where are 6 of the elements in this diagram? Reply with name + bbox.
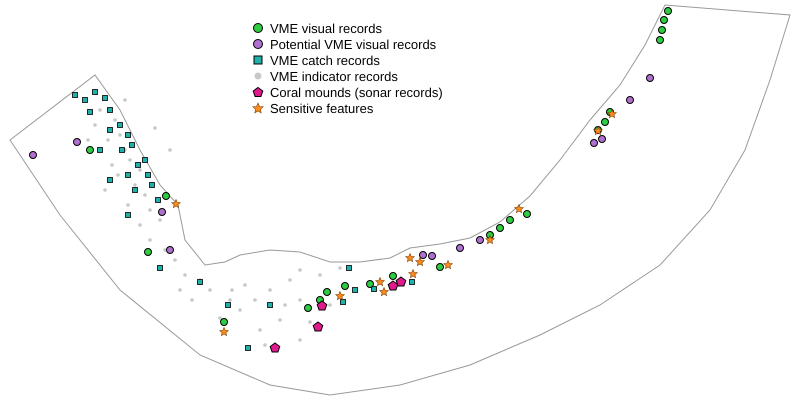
legend-label: VME visual records	[270, 20, 382, 36]
legend-label: Potential VME visual records	[270, 36, 436, 52]
legend-label: VME indicator records	[270, 68, 398, 84]
legend-label: Sensitive features	[270, 100, 374, 116]
legend-label: Coral mounds (sonar records)	[270, 84, 443, 100]
legend-label: VME catch records	[270, 52, 380, 68]
